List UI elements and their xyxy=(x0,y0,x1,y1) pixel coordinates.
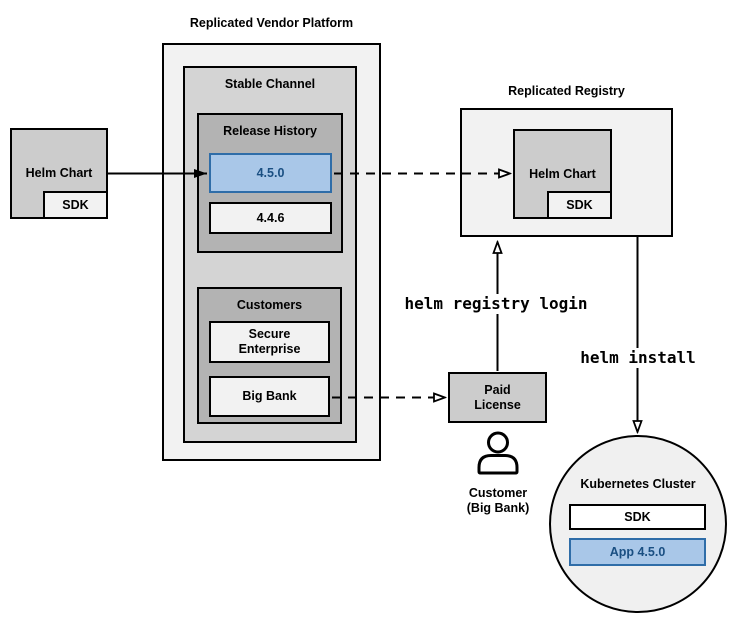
release-version-446-label: 4.4.6 xyxy=(256,210,285,225)
source-sdk-box: SDK xyxy=(43,191,108,219)
cluster-app-box: App 4.5.0 xyxy=(569,538,706,566)
customer-big-bank-label: Big Bank xyxy=(242,389,297,403)
registry-helm-chart-label: Helm Chart xyxy=(529,166,596,181)
paid-license-box: Paid License xyxy=(448,372,547,423)
cluster-sdk-box: SDK xyxy=(569,504,706,530)
customer-secure-enterprise-label: Secure Enterprise xyxy=(238,327,301,356)
release-history-label: Release History xyxy=(223,124,317,138)
paid-license-label: Paid License xyxy=(474,382,521,412)
customer-secure-enterprise-box: Secure Enterprise xyxy=(209,321,330,363)
customers-label: Customers xyxy=(236,298,303,312)
helm-registry-login-label: helm registry login xyxy=(400,294,592,314)
release-version-450: 4.5.0 xyxy=(209,153,332,193)
registry-title: Replicated Registry xyxy=(508,84,625,98)
customer-person-icon xyxy=(477,431,519,475)
customer-caption-line1: Customer xyxy=(468,486,528,500)
registry-sdk-label: SDK xyxy=(566,197,593,212)
kubernetes-cluster-title: Kubernetes Cluster xyxy=(580,477,696,491)
cluster-sdk-label: SDK xyxy=(624,509,651,524)
stable-channel-label: Stable Channel xyxy=(224,77,316,91)
customer-big-bank-box: Big Bank xyxy=(209,376,330,417)
customer-caption-line2: (Big Bank) xyxy=(466,501,530,515)
source-sdk-label: SDK xyxy=(62,197,89,212)
platform-title: Replicated Vendor Platform xyxy=(189,16,354,30)
registry-sdk-box: SDK xyxy=(547,191,612,219)
helm-install-label: helm install xyxy=(576,348,700,368)
release-version-446: 4.4.6 xyxy=(209,202,332,234)
cluster-app-label: App 4.5.0 xyxy=(609,544,666,559)
release-version-450-label: 4.5.0 xyxy=(256,165,285,180)
source-helm-chart-label: Helm Chart xyxy=(25,166,93,180)
customer-caption: Customer (Big Bank) xyxy=(467,486,530,516)
